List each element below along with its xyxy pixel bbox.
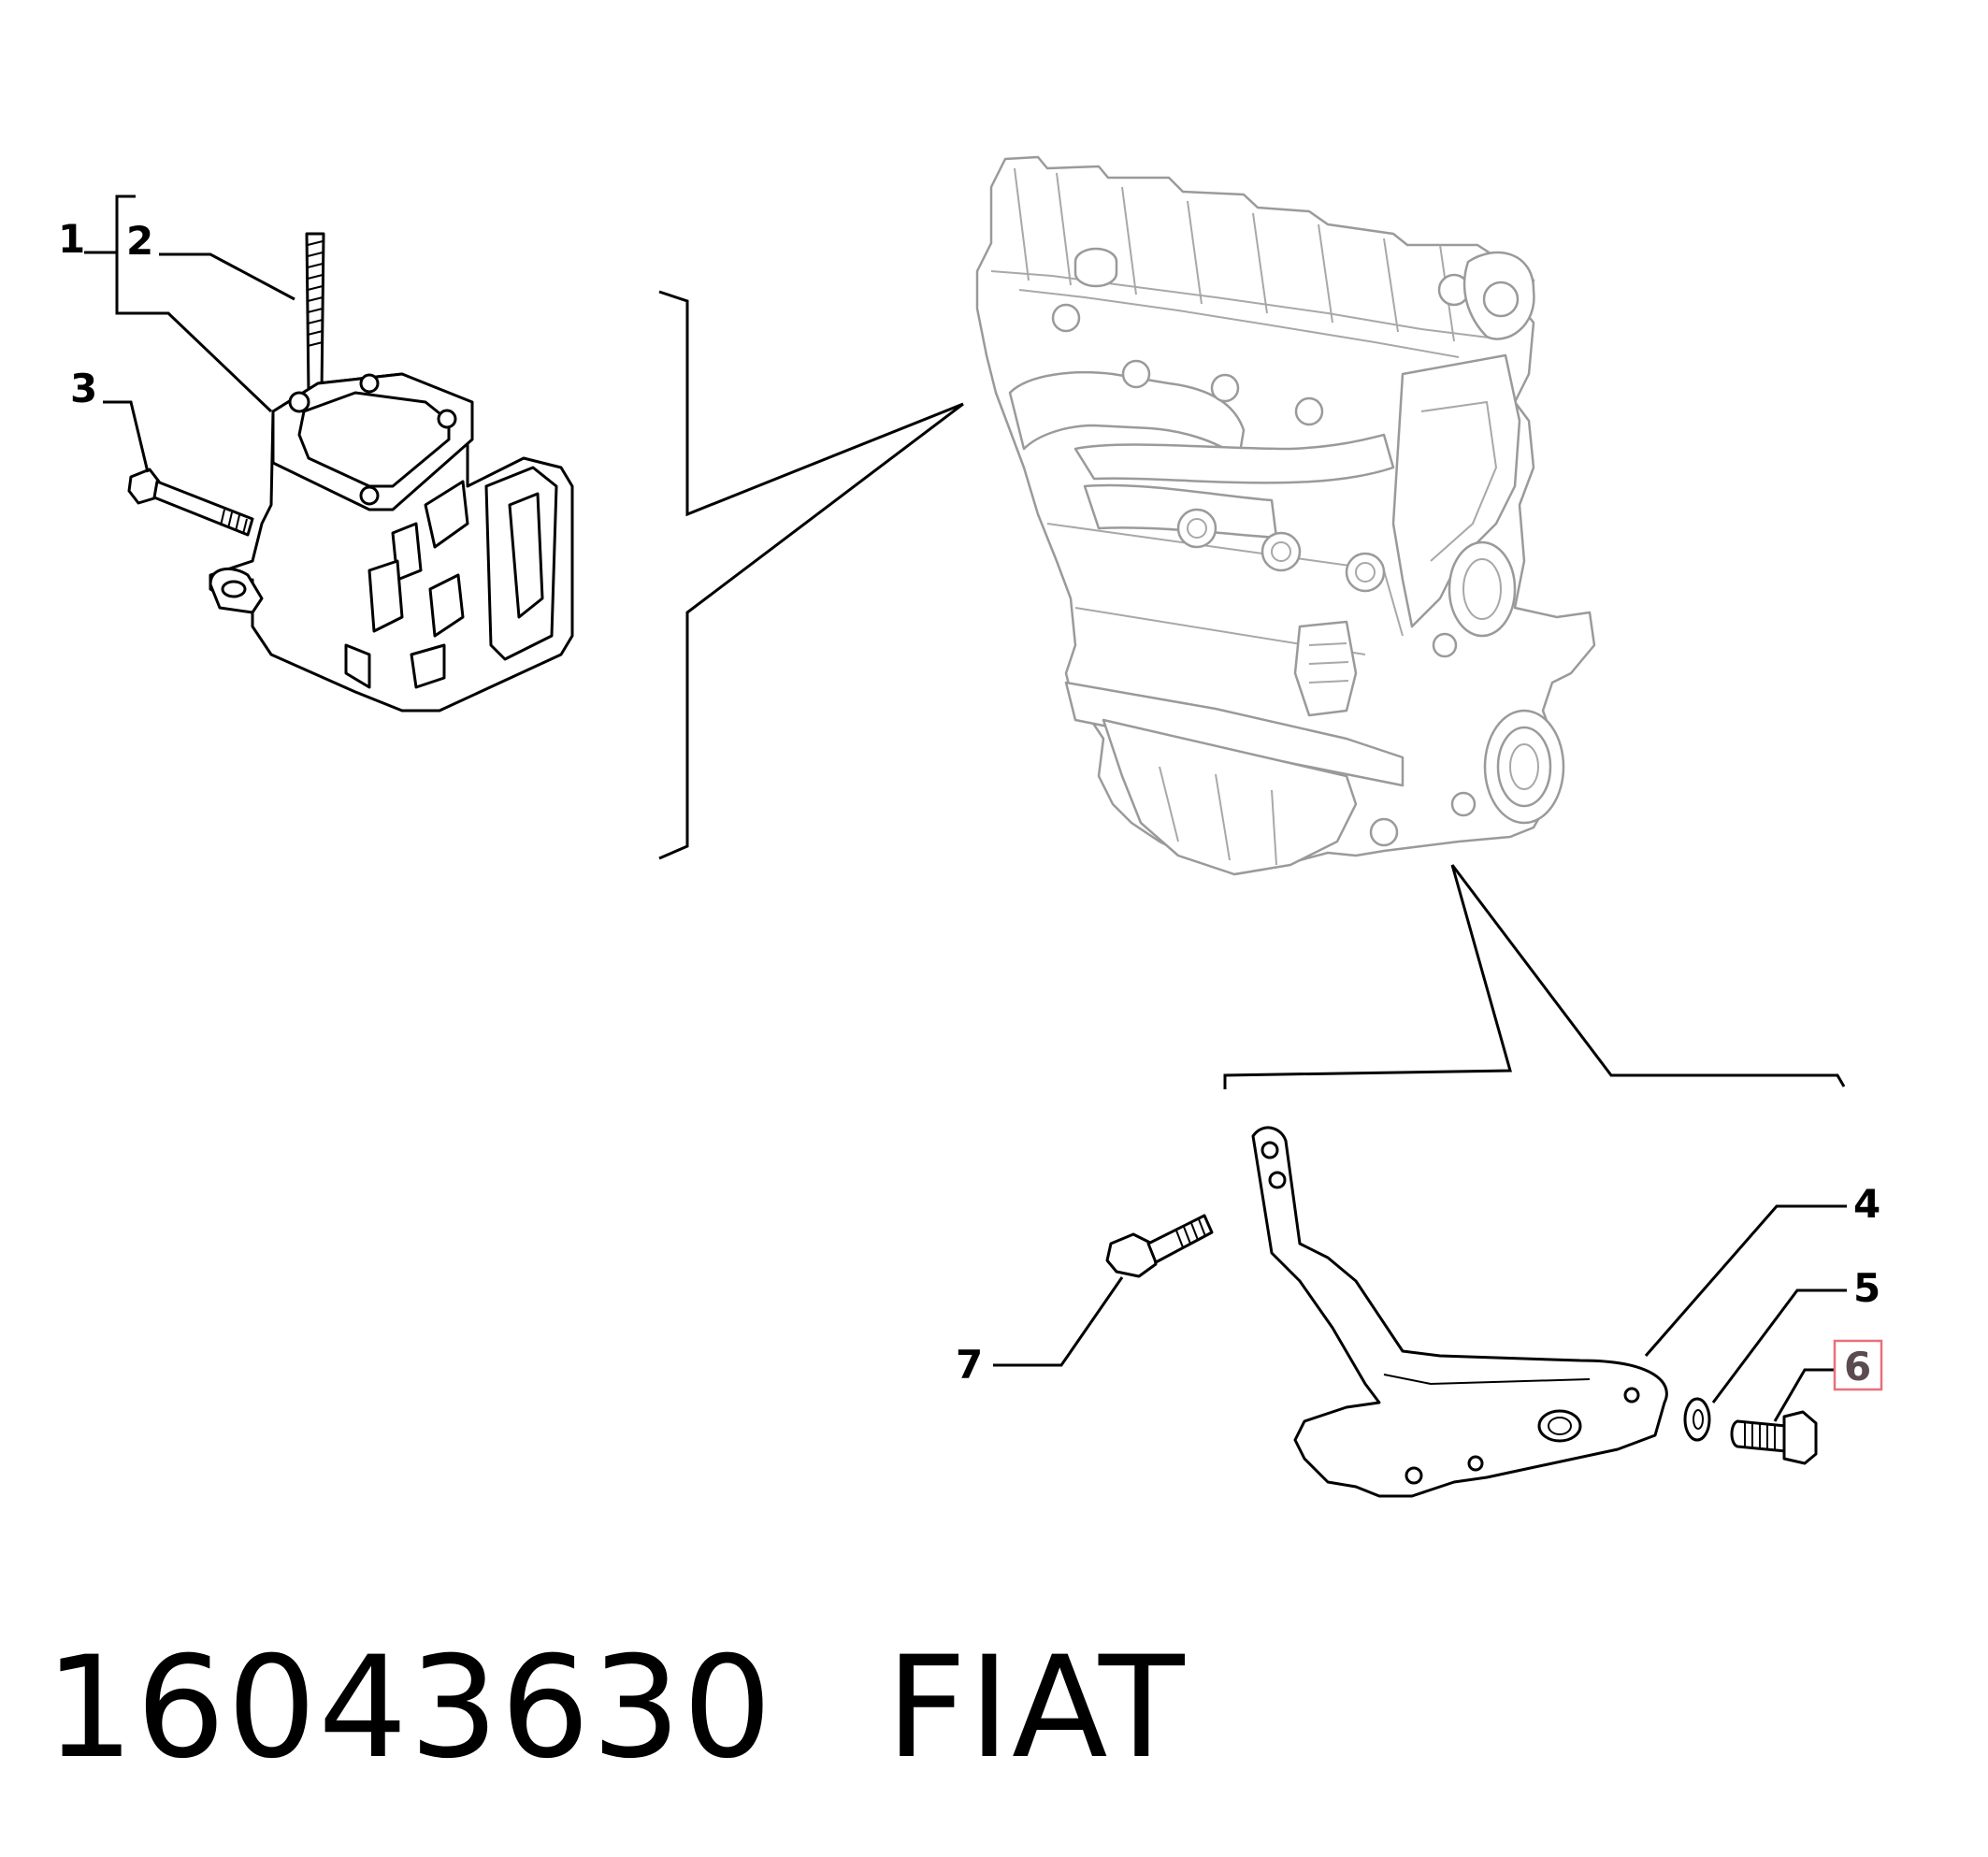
callout-5: 5 <box>1853 1265 1880 1311</box>
part-number: 16043630 <box>45 1627 774 1790</box>
callout-2: 2 <box>126 218 153 264</box>
bolt-part-3 <box>127 468 254 537</box>
engine-mount-bracket-illustration <box>127 232 574 713</box>
callout-7: 7 <box>956 1342 983 1388</box>
support-bracket-part-4 <box>1251 1126 1668 1498</box>
bolt-part-7 <box>1105 1214 1214 1278</box>
stud-part-2 <box>305 232 325 395</box>
caption: 16043630 FIAT <box>45 1627 1187 1790</box>
screw-part-6 <box>1730 1410 1818 1465</box>
callout-1: 1 <box>58 216 85 262</box>
engine-block-illustration <box>975 155 1596 876</box>
highlight-box-callout-6 <box>1833 1339 1883 1391</box>
brand-name: FIAT <box>886 1627 1187 1790</box>
callout-6: 6 <box>1844 1344 1871 1389</box>
detail-bracket-lower <box>1223 864 1846 1089</box>
detail-bracket-upper <box>658 290 964 860</box>
callout-4: 4 <box>1853 1181 1880 1227</box>
leader-lines <box>84 194 1847 1422</box>
callout-3: 3 <box>70 366 97 411</box>
washer-part-5 <box>1683 1397 1711 1442</box>
